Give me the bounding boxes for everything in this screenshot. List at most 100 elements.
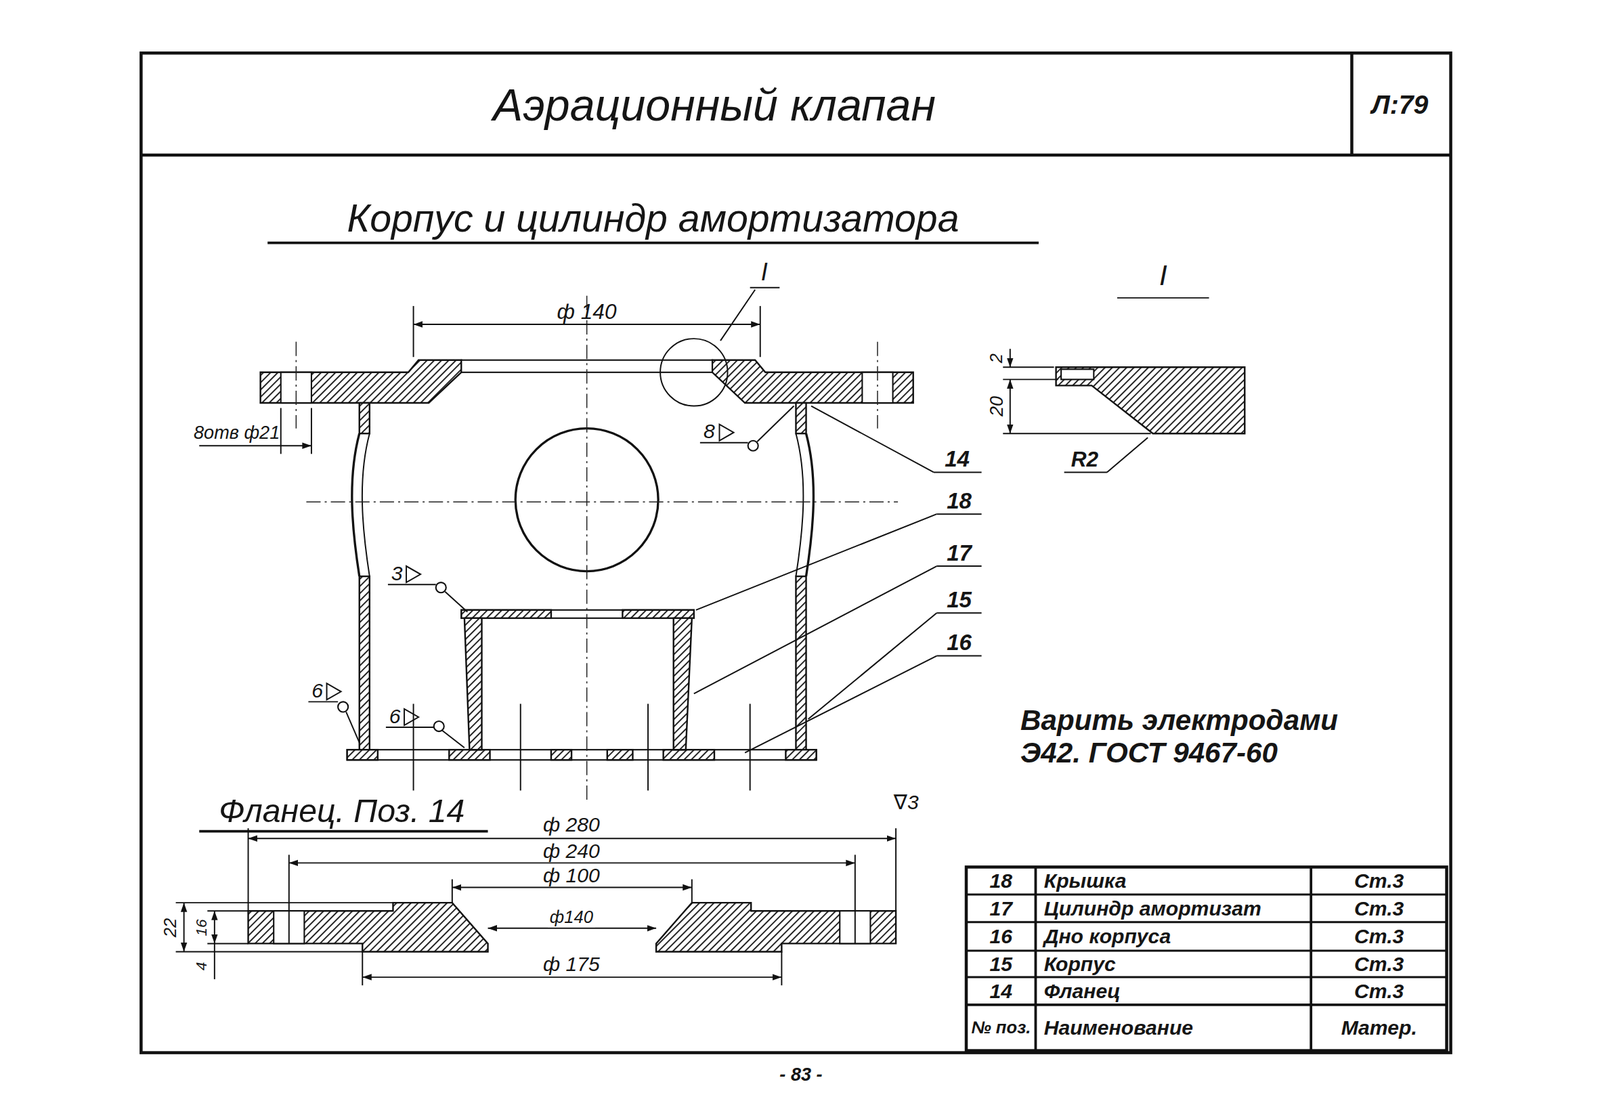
valve-body-section-part (352, 433, 360, 577)
weld-size: 3 (391, 561, 403, 586)
flange-section-part (213, 943, 216, 980)
radius-dimension: R2 (1071, 446, 1099, 472)
sheet-title: Аэрационный клапан (492, 79, 936, 131)
flange-section-part (183, 902, 185, 952)
table-cell: Крышка (1044, 869, 1127, 894)
parts-table (966, 866, 1447, 1051)
welding-note: Варить электродами Э42. ГОСТ 9467-60 (1020, 704, 1393, 770)
dimension-lines (199, 287, 780, 455)
sheet-frame-part (199, 830, 488, 833)
flange-section-part (895, 828, 897, 911)
flange-section (176, 828, 897, 986)
dimension: 8отв ф21 (193, 421, 280, 443)
flange-section-part (289, 861, 856, 864)
dimension-lines-part (310, 408, 313, 455)
weld-symbols-part (346, 711, 360, 743)
valve-body-section-part (785, 749, 816, 760)
table-cell: № поз. (968, 1018, 1034, 1039)
callout-leaders-part (933, 471, 982, 473)
detail-view (1002, 297, 1245, 473)
view-title: Корпус и цилиндр амортизатора (346, 196, 959, 242)
callout-number: 16 (946, 629, 972, 656)
detail-view-part (1002, 432, 1151, 435)
weld-symbols-part (719, 424, 734, 441)
flange-section-part (780, 951, 783, 986)
dimension-lines-part (280, 408, 282, 455)
parts-table-part (966, 949, 1447, 952)
parts-table-part (966, 976, 1447, 979)
table-cell: 17 (989, 897, 1013, 921)
valve-body-section-part (413, 703, 415, 791)
dimension-lines-part (720, 289, 755, 341)
weld-symbols-part (748, 440, 759, 451)
sheet-frame-part (267, 241, 1039, 245)
table-cell: Корпус (1044, 952, 1116, 977)
table-cell: Ст.3 (1354, 952, 1404, 977)
flange-section-part (213, 910, 216, 944)
valve-body-section-part (461, 610, 552, 619)
parts-table-part (1034, 866, 1038, 1051)
roughness-mark: ∇3 (893, 790, 919, 814)
sheet-frame-part (140, 52, 1451, 1053)
dimension-lines-part (413, 306, 415, 357)
valve-body-section-part (660, 338, 728, 406)
dimension: 20 (986, 396, 1008, 417)
dimension: ф 240 (543, 839, 600, 864)
detail-view-part (1064, 471, 1108, 473)
valve-body-section-part (586, 295, 588, 802)
flange-section-part (488, 927, 657, 929)
detail-view-part (1009, 379, 1011, 434)
callout-leaders-part (936, 612, 982, 614)
detail-view-part (1009, 348, 1011, 367)
table-cell: 15 (989, 952, 1013, 977)
dimension: 4 (192, 962, 211, 971)
table-cell: Ст.3 (1354, 979, 1404, 1004)
weld-symbols-part (442, 730, 465, 749)
valve-body-section-part (520, 703, 522, 791)
dimension: ф 175 (543, 952, 600, 977)
dimension: 22 (160, 918, 181, 938)
callout-leaders (694, 406, 982, 753)
parts-table-part (966, 866, 1447, 1051)
dimension: ф 280 (543, 812, 600, 837)
table-cell: Фланец (1044, 979, 1121, 1004)
flange-section-part (248, 902, 489, 952)
table-cell: Цилиндр амортизат (1044, 897, 1262, 921)
valve-body-section-part (551, 749, 572, 760)
dimension-lines-part (413, 323, 761, 326)
valve-body-section-part (461, 610, 694, 619)
weld-size: 8 (703, 419, 716, 444)
valve-body-section-part (749, 703, 751, 791)
table-cell: Наименование (1044, 1016, 1194, 1041)
detail-mark: I (761, 258, 768, 288)
dimension: ф 100 (543, 863, 600, 888)
page-number: - 83 - (779, 1063, 823, 1085)
callout-leaders-part (936, 655, 982, 657)
weld-symbols-part (434, 721, 445, 732)
valve-body-section-part (607, 749, 634, 760)
weld-symbols-part (406, 566, 421, 583)
flange-section-part (362, 976, 782, 978)
flange-section-part (207, 942, 248, 944)
table-cell: 18 (989, 869, 1013, 894)
flange-section-part (451, 878, 453, 903)
callout-leaders-part (936, 513, 982, 515)
valve-body-section-part (795, 433, 804, 577)
table-cell: Ст.3 (1354, 869, 1404, 894)
valve-body-section-part (359, 576, 370, 750)
callout-leaders-part (744, 656, 937, 753)
detail-view-part (1002, 378, 1058, 380)
valve-body-section-part (295, 341, 298, 429)
flange-section-part (288, 854, 290, 944)
detail-view-part (1117, 297, 1210, 299)
callout-number: 17 (946, 540, 972, 567)
sheet-frame-part (1350, 52, 1354, 156)
valve-body-section-part (795, 402, 806, 434)
dimension-lines-part (199, 444, 312, 447)
flange-section-part (207, 910, 248, 912)
parts-table-part (966, 1003, 1447, 1007)
callout-leaders-part (696, 513, 938, 611)
dimension-lines-part (759, 306, 762, 357)
table-cell: Ст.3 (1354, 924, 1404, 949)
